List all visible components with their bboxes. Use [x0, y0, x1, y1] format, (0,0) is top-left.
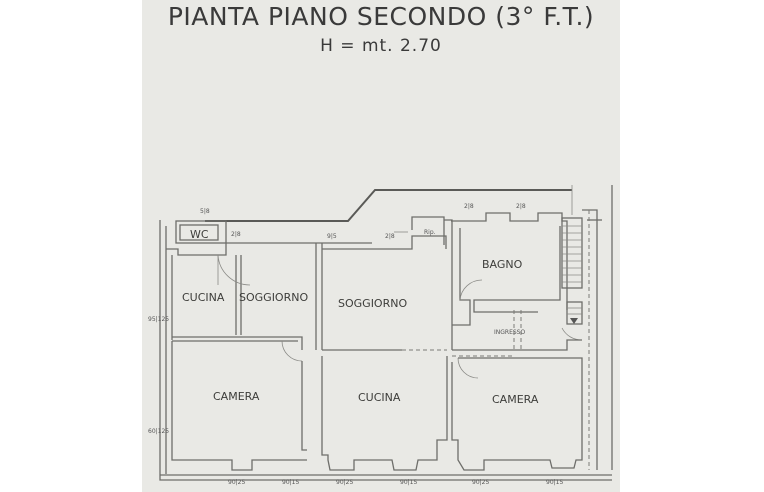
svg-text:90|25: 90|25	[228, 479, 245, 486]
room-label-wc: WC	[190, 228, 209, 241]
room-label-rip: Rip.	[424, 229, 436, 236]
svg-text:60|125: 60|125	[148, 428, 169, 435]
svg-text:2|8: 2|8	[516, 203, 526, 210]
svg-text:2|8: 2|8	[231, 231, 241, 238]
room-label-bagno: BAGNO	[482, 258, 523, 271]
svg-text:95|125: 95|125	[148, 316, 169, 323]
floor-plan-sheet: PIANTA PIANO SECONDO (3° F.T.) H = mt. 2…	[142, 0, 620, 492]
plan-title: PIANTA PIANO SECONDO (3° F.T.)	[167, 2, 595, 31]
svg-text:2|8: 2|8	[464, 203, 474, 210]
svg-text:90|15: 90|15	[400, 479, 417, 486]
room-label-camera-left: CAMERA	[213, 390, 260, 403]
room-label-camera-right: CAMERA	[492, 393, 539, 406]
room-label-soggiorno-small: SOGGIORNO	[239, 291, 308, 304]
svg-text:90|25: 90|25	[336, 479, 353, 486]
ceiling-height-label: H = mt. 2.70	[320, 36, 442, 56]
svg-text:2|8: 2|8	[385, 233, 395, 240]
wc-walls	[175, 220, 227, 244]
svg-text:5|8: 5|8	[200, 208, 210, 215]
room-label-soggiorno-main: SOGGIORNO	[338, 297, 407, 310]
svg-text:90|25: 90|25	[472, 479, 489, 486]
room-label-cucina-center: CUCINA	[358, 391, 401, 404]
svg-text:90|15: 90|15	[546, 479, 563, 486]
outer-wall	[159, 220, 612, 481]
room-label-cucina-left: CUCINA	[182, 291, 225, 304]
svg-text:90|15: 90|15	[282, 479, 299, 486]
staircase	[561, 217, 583, 325]
svg-text:9|5: 9|5	[327, 233, 337, 240]
room-label-ingresso: INGRESSO	[494, 329, 525, 336]
floor-plan-drawing: WC 5|8 CUCINA SOGGIORNO 2|8 9|5 SOGGIORN…	[148, 185, 613, 486]
property-line	[205, 189, 572, 222]
